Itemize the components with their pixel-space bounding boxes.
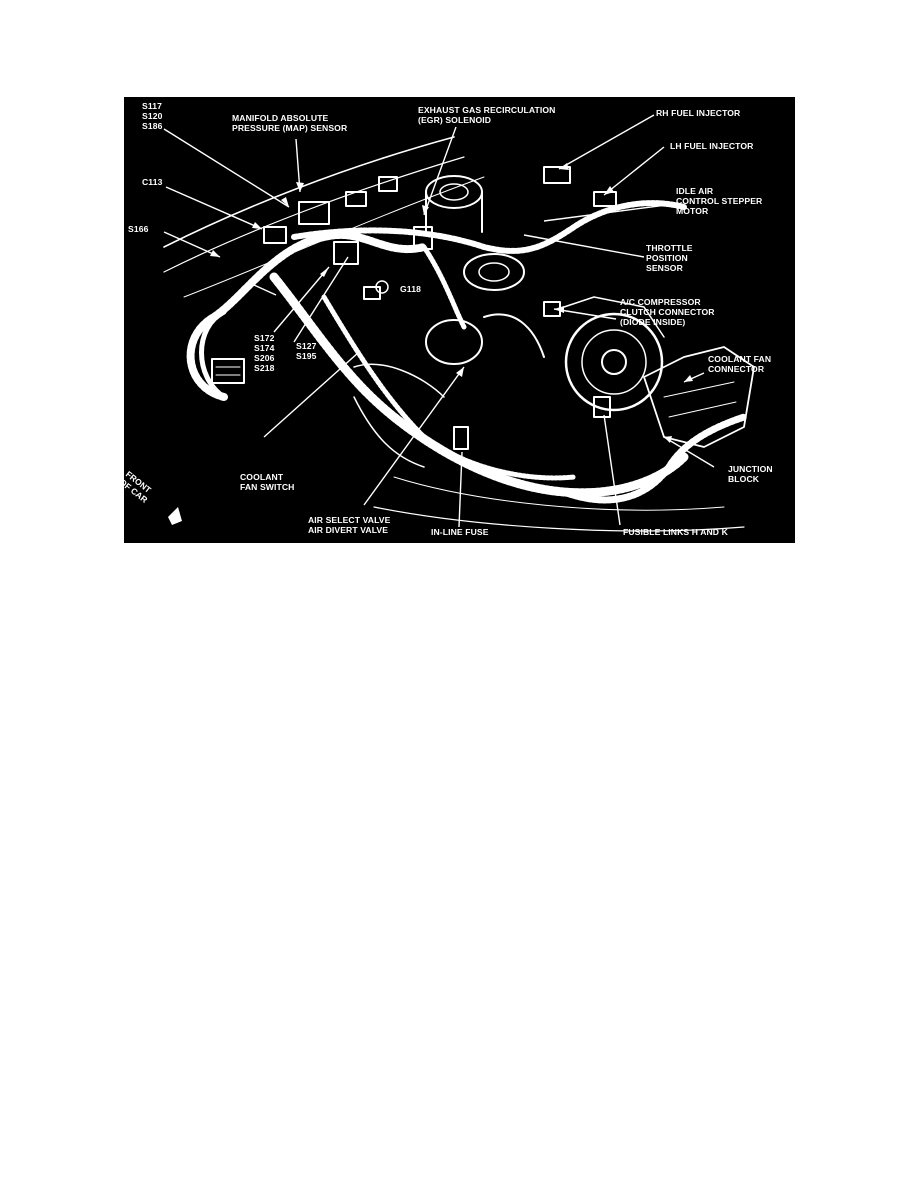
label-s117-group: S117 S120 S186 xyxy=(142,101,162,131)
label-s117: S117 xyxy=(142,101,162,111)
label-c113-text: C113 xyxy=(142,177,163,187)
label-idle-line3: MOTOR xyxy=(676,206,709,216)
label-cfs-line2: FAN SWITCH xyxy=(240,482,295,492)
label-junction-block: JUNCTION BLOCK xyxy=(728,464,773,484)
label-s166-text: S166 xyxy=(128,224,149,234)
label-s195: S195 xyxy=(296,351,317,361)
label-s127: S127 xyxy=(296,341,317,351)
label-inline-fuse-text: IN-LINE FUSE xyxy=(431,527,489,537)
label-jb-line1: JUNCTION xyxy=(728,464,773,474)
label-idle-line2: CONTROL STEPPER xyxy=(676,196,763,206)
label-s166: S166 xyxy=(128,224,148,234)
label-s218: S218 xyxy=(254,363,275,373)
label-air-line2: AIR DIVERT VALVE xyxy=(308,525,389,535)
label-air-valves: AIR SELECT VALVE AIR DIVERT VALVE xyxy=(308,515,390,535)
label-egr-solenoid: EXHAUST GAS RECIRCULATION (EGR) SOLENOID xyxy=(418,105,555,125)
label-fusible-text: FUSIBLE LINKS H AND K xyxy=(623,527,728,537)
label-egr-line1: EXHAUST GAS RECIRCULATION xyxy=(418,105,556,115)
label-map-sensor: MANIFOLD ABSOLUTE PRESSURE (MAP) SENSOR xyxy=(232,113,347,133)
label-fusible-links: FUSIBLE LINKS H AND K xyxy=(623,527,728,537)
label-cfs-line1: COOLANT xyxy=(240,472,284,482)
label-idle-line1: IDLE AIR xyxy=(676,186,714,196)
label-coolant-fan-connector: COOLANT FAN CONNECTOR xyxy=(708,354,771,374)
label-rh-fuel-injector: RH FUEL INJECTOR xyxy=(656,108,740,118)
label-tps-line2: POSITION xyxy=(646,253,688,263)
label-ac-line2: CLUTCH CONNECTOR xyxy=(620,307,715,317)
label-tps-line1: THROTTLE xyxy=(646,243,693,253)
label-inline-fuse: IN-LINE FUSE xyxy=(431,527,489,537)
label-air-line1: AIR SELECT VALVE xyxy=(308,515,391,525)
label-s206: S206 xyxy=(254,353,275,363)
label-cfc-line2: CONNECTOR xyxy=(708,364,765,374)
label-s172-group: S172 S174 S206 S218 xyxy=(254,333,274,373)
label-lh-fuel-injector: LH FUEL INJECTOR xyxy=(670,141,753,151)
engine-illustration xyxy=(163,114,755,532)
engine-harness-diagram: S117 S120 S186 MANIFOLD ABSOLUTE PRESSUR… xyxy=(124,97,795,543)
label-egr-line2: (EGR) SOLENOID xyxy=(418,115,492,125)
label-s172: S172 xyxy=(254,333,275,343)
label-s120: S120 xyxy=(142,111,163,121)
label-g118-text: G118 xyxy=(400,284,421,294)
label-ac-line3: (DIODE INSIDE) xyxy=(620,317,686,327)
label-map-line1: MANIFOLD ABSOLUTE xyxy=(232,113,329,123)
label-map-line2: PRESSURE (MAP) SENSOR xyxy=(232,123,348,133)
label-g118: G118 xyxy=(400,284,421,294)
label-throttle-position-sensor: THROTTLE POSITION SENSOR xyxy=(646,243,693,273)
label-cfc-line1: COOLANT FAN xyxy=(708,354,772,364)
label-jb-line2: BLOCK xyxy=(728,474,760,484)
label-ac-line1: A/C COMPRESSOR xyxy=(620,297,701,307)
label-ac-compressor: A/C COMPRESSOR CLUTCH CONNECTOR (DIODE I… xyxy=(620,297,715,327)
label-tps-line3: SENSOR xyxy=(646,263,683,273)
front-arrow-icon xyxy=(168,507,182,525)
label-s174: S174 xyxy=(254,343,275,353)
label-idle-air-control: IDLE AIR CONTROL STEPPER MOTOR xyxy=(676,186,762,216)
label-coolant-fan-switch: COOLANT FAN SWITCH xyxy=(240,472,294,492)
label-rh-injector-text: RH FUEL INJECTOR xyxy=(656,108,741,118)
label-s186: S186 xyxy=(142,121,163,131)
label-c113: C113 xyxy=(142,177,162,187)
label-lh-injector-text: LH FUEL INJECTOR xyxy=(670,141,754,151)
label-s127-group: S127 S195 xyxy=(296,341,316,361)
